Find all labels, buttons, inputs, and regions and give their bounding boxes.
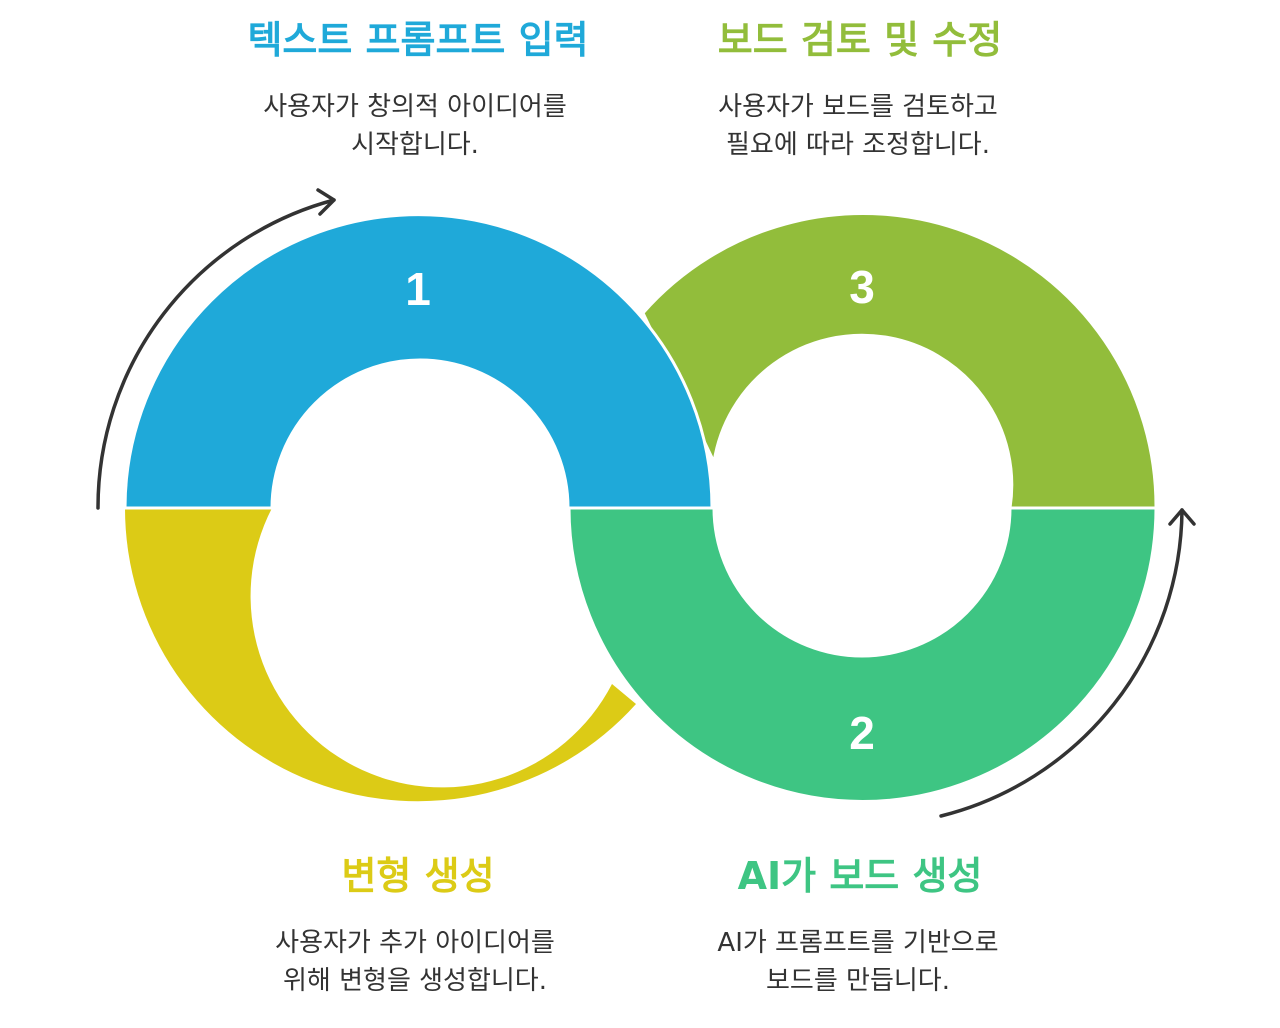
step-2-desc-line2: 보드를 만듭니다. <box>766 966 950 996</box>
step-1-title: 텍스트 프롬프트 입력 <box>247 18 589 62</box>
left-cycle-arrow-icon <box>96 188 336 510</box>
step-4-description: 사용자가 추가 아이디어를 위해 변형을 생성합니다. <box>195 924 635 1000</box>
segment-1-number: 1 <box>405 263 431 315</box>
step-2-desc-line1: AI가 프롬프트를 기반으로 <box>717 928 999 958</box>
step-3-description: 사용자가 보드를 검토하고 필요에 따라 조정합니다. <box>638 88 1078 164</box>
step-2-description: AI가 프롬프트를 기반으로 보드를 만듭니다. <box>638 924 1078 1000</box>
segment-4 <box>124 508 636 802</box>
step-1-desc-line1: 사용자가 창의적 아이디어를 <box>263 92 567 122</box>
segment-3 <box>641 212 1158 510</box>
step-3-title: 보드 검토 및 수정 <box>717 18 1003 62</box>
step-1-desc-line2: 시작합니다. <box>351 130 479 160</box>
step-3-desc-line1: 사용자가 보드를 검토하고 <box>718 92 998 122</box>
step-2-title: AI가 보드 생성 <box>737 854 983 898</box>
step-4-desc-line2: 위해 변형을 생성합니다. <box>283 966 547 996</box>
step-4-desc-line1: 사용자가 추가 아이디어를 <box>275 928 555 958</box>
step-4-title: 변형 생성 <box>341 854 495 898</box>
segment-1 <box>123 213 714 510</box>
step-1-description: 사용자가 창의적 아이디어를 시작합니다. <box>195 88 635 164</box>
segment-3-number: 3 <box>849 261 875 313</box>
right-cycle-arrow-icon <box>939 508 1196 818</box>
segment-2-number: 2 <box>849 707 875 759</box>
step-3-desc-line2: 필요에 따라 조정합니다. <box>726 130 990 160</box>
segment-4-number: 4 <box>405 705 431 757</box>
segment-2 <box>567 506 1158 803</box>
